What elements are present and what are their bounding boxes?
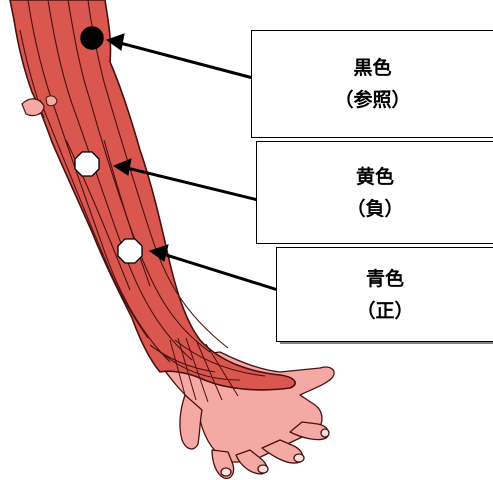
- label-box-yellow: 黄色 （負）: [256, 141, 493, 244]
- label-title-yellow: 黄色: [356, 161, 394, 193]
- label-title-black: 黒色: [353, 52, 391, 84]
- blue-electrode-icon: [118, 239, 142, 263]
- label-sub-yellow: （負）: [346, 193, 403, 225]
- label-box-blue: 青色 （正）: [276, 247, 493, 342]
- black-electrode-icon: [81, 27, 103, 49]
- label-box-black: 黒色 （参照）: [251, 30, 493, 138]
- yellow-electrode-icon: [75, 152, 99, 176]
- label-sub-black: （参照）: [334, 84, 410, 116]
- arrow-black: [107, 34, 253, 78]
- label-title-blue: 青色: [366, 263, 404, 295]
- label-sub-blue: （正）: [356, 295, 413, 327]
